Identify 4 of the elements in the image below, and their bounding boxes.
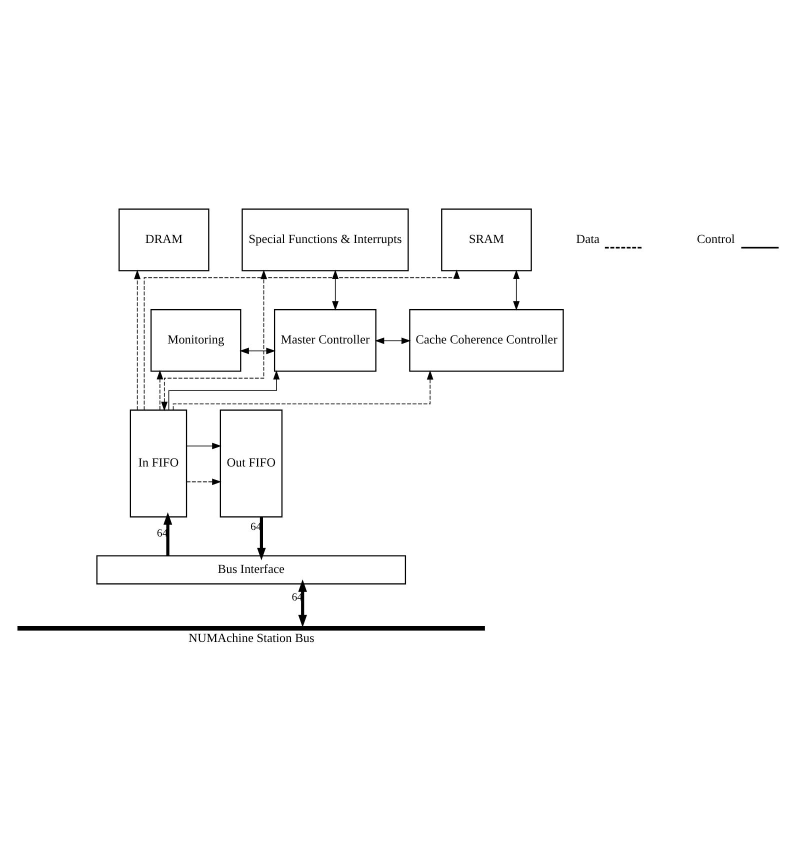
node-label: NUMAchine Station Bus (188, 630, 314, 645)
legend-label: Data (576, 231, 600, 246)
edge-label: 64 (156, 527, 168, 539)
legend-label: Control (696, 231, 735, 246)
